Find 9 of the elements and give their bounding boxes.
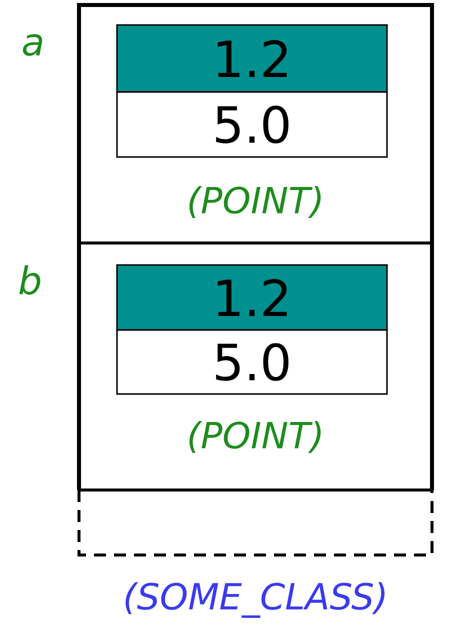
- field-name: a: [22, 34, 42, 56]
- value-cell: 1.2: [116, 264, 388, 331]
- value-cell: 5.0: [116, 329, 388, 395]
- type-label: (POINT): [189, 420, 321, 454]
- value-cell: 5.0: [116, 91, 388, 158]
- class-label: (SOME_CLASS): [126, 582, 385, 618]
- type-label: (POINT): [189, 186, 321, 218]
- field-name: b: [19, 265, 40, 295]
- value-cell: 1.2: [116, 24, 388, 93]
